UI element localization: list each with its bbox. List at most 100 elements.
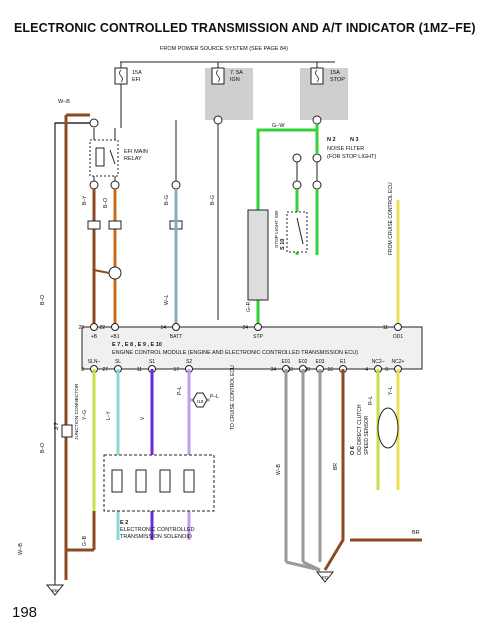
bo-label-left2: B–O (40, 443, 46, 453)
pl-label: P–L (177, 386, 183, 395)
ecm-bottom-6-pin-name: E03 (316, 359, 325, 365)
ground-eb-label: EB (52, 588, 58, 593)
od-sensor-id: O 6 (350, 446, 356, 455)
svg-text:P–L: P–L (210, 394, 219, 400)
connector-pins (89, 115, 322, 190)
efi-relay-line1: EFI MAIN (124, 149, 148, 155)
ecm-top-2-pin-number: 14 (160, 325, 166, 331)
wire-gw (256, 124, 319, 215)
ecm-top-3-pin (254, 323, 262, 331)
ecm-top-3-pin-number: 24 (242, 325, 248, 331)
by-label: B–Y (82, 195, 88, 205)
br-label-2: BR (412, 530, 420, 536)
wb-label-2: W–B (18, 543, 24, 555)
ecm-top-4-pin-number: 11 (383, 325, 388, 331)
stop-light-sw (286, 211, 308, 253)
br-label: BR (333, 463, 339, 470)
ecm-top-0-pin-name: +B (91, 334, 98, 340)
ecm-top-1-pin (111, 323, 119, 331)
ecm-top-0-pin (90, 323, 98, 331)
od-sensor-line1: O/D DIRECT CLUTCH (357, 404, 363, 455)
gb-label: G–B (82, 535, 88, 546)
wb-label-3: W–B (276, 464, 282, 476)
ecm-bottom-4-pin-name: E01 (282, 359, 291, 365)
bg-label-2: B–G (210, 195, 216, 205)
stop-sw-name: STOP LIGHT SW (274, 210, 280, 248)
rl-label: R–L (368, 396, 374, 405)
ecm-top-4-pin (394, 323, 402, 331)
wire-br (323, 369, 345, 571)
ecm-bottom-6-pin-number: 28 (304, 367, 310, 373)
ecm-bottom-pins: 3SLN–27SL11S117S234E0133E0228E0316E14NC2… (81, 359, 405, 373)
ecm-bottom-5-pin-name: E02 (299, 359, 308, 365)
stop-connector-block (247, 209, 269, 301)
diagram-title: ELECTRONIC CONTROLLED TRANSMISSION AND A… (14, 21, 476, 35)
ecm-top-3-pin-name: STP (253, 334, 263, 340)
junction-id: J 7 (54, 422, 60, 430)
ecm-top-4-pin-name: OD1 (393, 334, 404, 340)
stop-fuse-shade (300, 68, 348, 120)
noise-filter-line1: NOISE FILTER (327, 146, 364, 152)
wb-label: W–B (58, 99, 70, 105)
ecm-top-1-pin-name: +B1 (110, 334, 119, 340)
ecm-bottom-3-pin-name: S2 (186, 359, 192, 365)
efi-fuse: 15A EFI (114, 67, 142, 85)
ecm-bottom-3-pin-number: 17 (173, 367, 179, 373)
stop-sw-id: S 10 (280, 239, 286, 250)
ecm-top-2-pin-name: BATT (170, 334, 182, 340)
ecm-bottom-2-pin-number: 11 (137, 367, 142, 373)
ground-ed-label: ED (322, 575, 329, 580)
ecm-box (81, 326, 423, 370)
ecm-bottom-8-pin-name: NC2– (372, 359, 385, 365)
efi-relay-line2: RELAY (124, 156, 142, 162)
bg-label: B–G (164, 195, 170, 205)
v-label: V (140, 416, 146, 420)
noise-filter-id2: N 3 (350, 137, 359, 143)
ecm-bottom-7-pin-number: 16 (327, 367, 333, 373)
page-number: 198 (12, 604, 38, 621)
ecm-bottom-2-pin-name: S1 (149, 359, 155, 365)
ecm-top-2-pin (172, 323, 180, 331)
ecm-bottom-0-pin-name: SLN– (88, 359, 101, 365)
stop-fuse-amp: 15A (330, 70, 340, 76)
ecm-top-0-pin-number: 23 (78, 325, 84, 331)
ecm-bottom-7-pin-name: E1 (340, 359, 346, 365)
noise-filter-line2: (FOR STOP LIGHT) (327, 154, 376, 160)
ecm-bottom-9-pin-number: 9 (385, 367, 388, 373)
ecm-line2: ENGINE CONTROL MODULE (ENGINE AND ELECTR… (112, 350, 358, 356)
ground-eb: EB (45, 580, 65, 596)
noise-filter-id: N 2 (327, 137, 336, 143)
od-sensor-line2: SPEED SENSOR (364, 415, 370, 455)
yl-label: Y–L (388, 386, 394, 395)
bo-label-left: B–O (40, 295, 46, 305)
stop-fuse: 15A STOP (310, 67, 345, 85)
solenoid-line1: ELECTRONIC CONTROLLED (120, 527, 195, 533)
solenoid-id: E 2 (120, 520, 128, 526)
ecm-bottom-8-pin-number: 4 (365, 367, 368, 373)
ecm-bottom-1-pin-name: SL (115, 359, 121, 365)
cruise-ecu-label: FROM CRUISE CONTROL ECU (388, 182, 394, 255)
solenoid-coils (111, 469, 195, 493)
ecm-bottom-9-pin-name: NC2+ (392, 359, 405, 365)
ign-fuse-name: IGN (230, 77, 240, 83)
ecm-bottom-1-pin-number: 27 (102, 367, 108, 373)
wl-label: W–L (164, 295, 170, 306)
ecm-bottom-4-pin-number: 34 (270, 367, 276, 373)
ecm-bottom-5-pin-number: 33 (287, 367, 293, 373)
efi-fuse-amp: 15A (132, 70, 142, 76)
stop-fuse-name: STOP (330, 77, 345, 83)
ecm-line1: E 7 , E 8 , E 9 , E 10 (112, 342, 162, 348)
junction-connector (61, 424, 73, 438)
gw-label: G–W (272, 123, 285, 129)
lb-label: L–Y (106, 410, 112, 420)
bo-label: B–O (103, 198, 109, 208)
efi-fuse-name: EFI (132, 77, 141, 83)
svg-text:I18: I18 (197, 399, 204, 404)
gr-label: G–R (246, 301, 252, 312)
junction-name: JUNCTION CONNECTOR (74, 383, 80, 440)
ground-ed: ED (315, 571, 335, 583)
ecm-top-1-pin-number: 22 (99, 325, 105, 331)
od-speed-sensor (377, 407, 399, 449)
